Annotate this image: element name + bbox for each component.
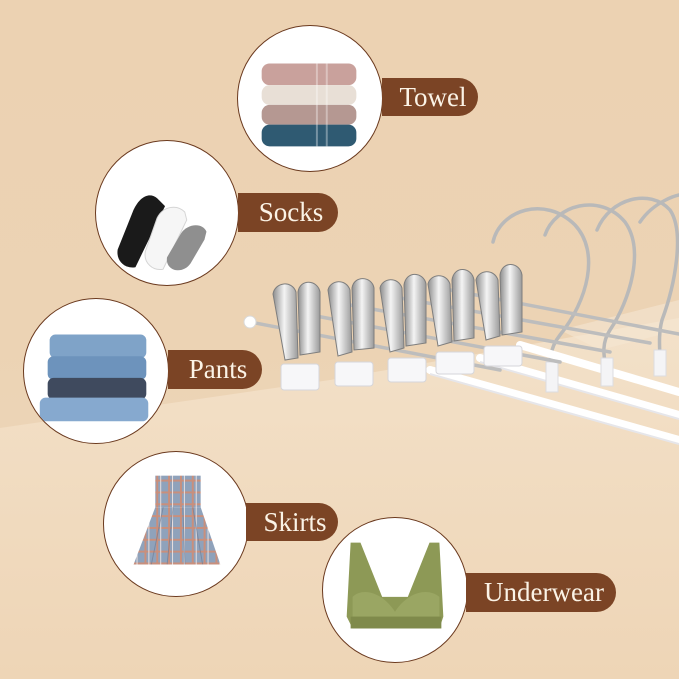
towel-stack-icon <box>261 63 357 147</box>
skirts-label: Skirts <box>246 503 338 541</box>
plaid-skirt-icon <box>133 475 221 565</box>
underwear-label: Underwear <box>466 573 616 612</box>
jeans-stack-icon <box>39 334 149 422</box>
bra-icon <box>346 542 444 629</box>
towel-image-circle <box>237 25 383 172</box>
skirts-image-circle <box>103 451 249 597</box>
pants-image-circle <box>23 298 169 444</box>
socks-icon <box>117 195 207 271</box>
socks-label: Socks <box>238 193 338 232</box>
pants-label: Pants <box>168 350 262 389</box>
clips <box>272 264 523 391</box>
socks-image-circle <box>95 140 239 286</box>
underwear-image-circle <box>322 517 468 663</box>
towel-label: Towel <box>382 78 478 116</box>
